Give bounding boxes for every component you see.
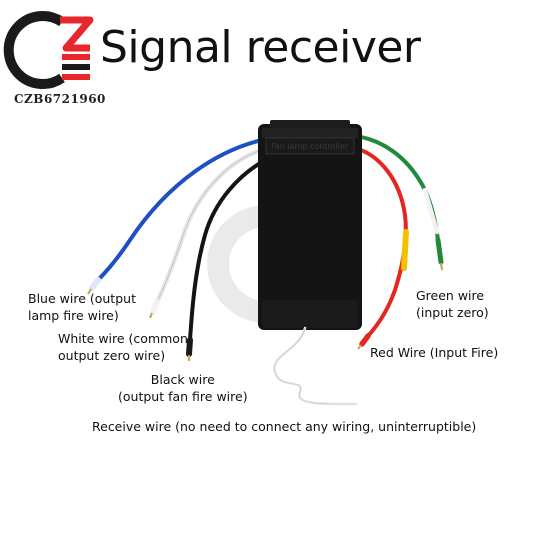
black-wire-label: Black wire (output fan fire wire): [118, 372, 248, 404]
green-wire: [353, 134, 444, 271]
black-wire: [186, 160, 264, 361]
brand-logo: [3, 11, 94, 89]
red-wire-label: Red Wire (Input Fire): [370, 345, 499, 360]
device-print: Fan lamp controller: [271, 142, 349, 151]
product-code: CZB6721960: [14, 92, 106, 106]
page-title: Signal receiver: [100, 22, 421, 73]
receive-wire: [273, 326, 358, 406]
green-wire-label: Green wire (input zero): [416, 288, 489, 320]
blue-wire-label: Blue wire (output lamp fire wire): [28, 291, 136, 323]
blue-wire: [87, 138, 264, 295]
red-wire: [353, 146, 409, 350]
white-wire-label: White wire (common output zero wire): [58, 331, 188, 363]
receiver-body: [258, 120, 362, 330]
white-wire: [149, 147, 265, 319]
receive-wire-label: Receive wire (no need to connect any wir…: [92, 419, 477, 434]
